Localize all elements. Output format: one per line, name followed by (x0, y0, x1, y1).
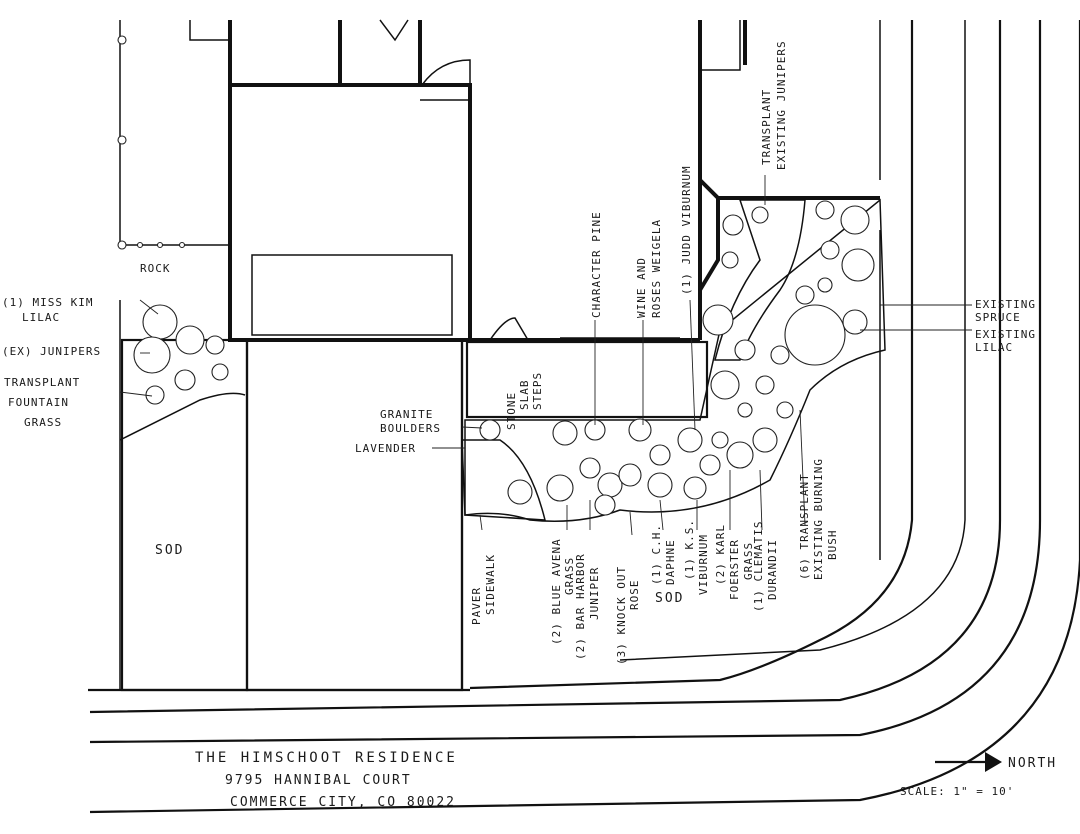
label-ch-daphne-2: DAPHNE (664, 539, 677, 585)
label-transplant-fountain-3: GRASS (24, 416, 62, 429)
label-stone-slab-3: STEPS (531, 372, 544, 410)
street-curves (88, 20, 1080, 814)
label-stone-slab-2: SLAB (518, 380, 531, 411)
title-residence-name: THE HIMSCHOOT RESIDENCE (195, 750, 458, 766)
label-paver-1: PAVER (470, 587, 483, 625)
label-existing-lilac-1: EXISTING (975, 328, 1036, 341)
legend-scale: SCALE: 1" = 10' (900, 785, 1014, 798)
label-wine-roses-2: ROSES WEIGELA (650, 219, 663, 318)
label-character-pine: CHARACTER PINE (590, 211, 603, 318)
plant-symbols (133, 200, 875, 516)
legend-north: NORTH (1008, 756, 1057, 771)
label-granite-2: BOULDERS (380, 422, 441, 435)
label-blue-avena-1: (2) BLUE AVENA (550, 538, 563, 645)
paver-sidewalk (461, 199, 806, 521)
planting-bed (119, 198, 886, 522)
label-ch-daphne-1: (1) C.H. (650, 524, 663, 585)
label-karl-foerster-2: FOERSTER (728, 539, 741, 600)
label-existing-lilac-2: LILAC (975, 341, 1013, 354)
north-arrow-icon (935, 752, 1002, 772)
label-sod-center: SOD (655, 591, 684, 606)
label-clematis-1: (1) CLEMATIS (752, 521, 765, 612)
label-miss-kim: (1) MISS KIM (2, 296, 93, 309)
label-granite-1: GRANITE (380, 408, 433, 421)
label-knock-out-1: (3) KNOCK OUT (615, 566, 628, 665)
label-lavender: LAVENDER (355, 442, 416, 455)
label-transplant-junipers-2: EXISTING JUNIPERS (775, 40, 788, 170)
label-transplant-fountain-2: FOUNTAIN (8, 396, 69, 409)
driveway (120, 338, 464, 692)
label-sod-left: SOD (155, 543, 184, 558)
label-stone-slab-1: STONE (505, 392, 518, 430)
label-knock-out-2: ROSE (628, 580, 641, 611)
label-karl-foerster-3: GRASS (742, 542, 755, 580)
label-judd-viburnum: (1) JUDD VIBURNUM (680, 165, 693, 295)
label-rock: ROCK (140, 262, 171, 275)
label-existing-spruce-2: SPRUCE (975, 311, 1021, 324)
label-wine-roses-1: WINE AND (635, 257, 648, 318)
title-city: COMMERCE CITY, CO 80022 (230, 795, 456, 810)
label-ks-viburnum-1: (1) K.S. (683, 519, 696, 580)
label-paver-2: SIDEWALK (484, 554, 497, 615)
label-burning-bush-2: EXISTING BURNING (812, 458, 825, 580)
label-burning-bush-1: (6) TRANSPLANT (798, 473, 811, 580)
leader-lines (119, 175, 972, 536)
label-transplant-fountain-1: TRANSPLANT (4, 376, 80, 389)
label-karl-foerster-1: (2) KARL (714, 524, 727, 585)
label-clematis-2: DURANDII (766, 539, 779, 600)
title-address: 9795 HANNIBAL COURT (225, 773, 412, 788)
label-blue-avena-2: GRASS (563, 557, 576, 595)
label-bar-harbor-2: JUNIPER (588, 567, 601, 620)
label-ex-junipers: (EX) JUNIPERS (2, 345, 101, 358)
label-transplant-junipers-1: TRANSPLANT (760, 89, 773, 165)
label-miss-kim-2: LILAC (22, 311, 60, 324)
stone-slab-steps (465, 340, 709, 419)
label-bar-harbor-1: (2) BAR HARBOR (574, 553, 587, 660)
label-existing-spruce-1: EXISTING (975, 298, 1036, 311)
label-burning-bush-3: BUSH (826, 530, 839, 561)
fence-line (117, 20, 228, 690)
label-ks-viburnum-2: VIBURNUM (697, 534, 710, 595)
